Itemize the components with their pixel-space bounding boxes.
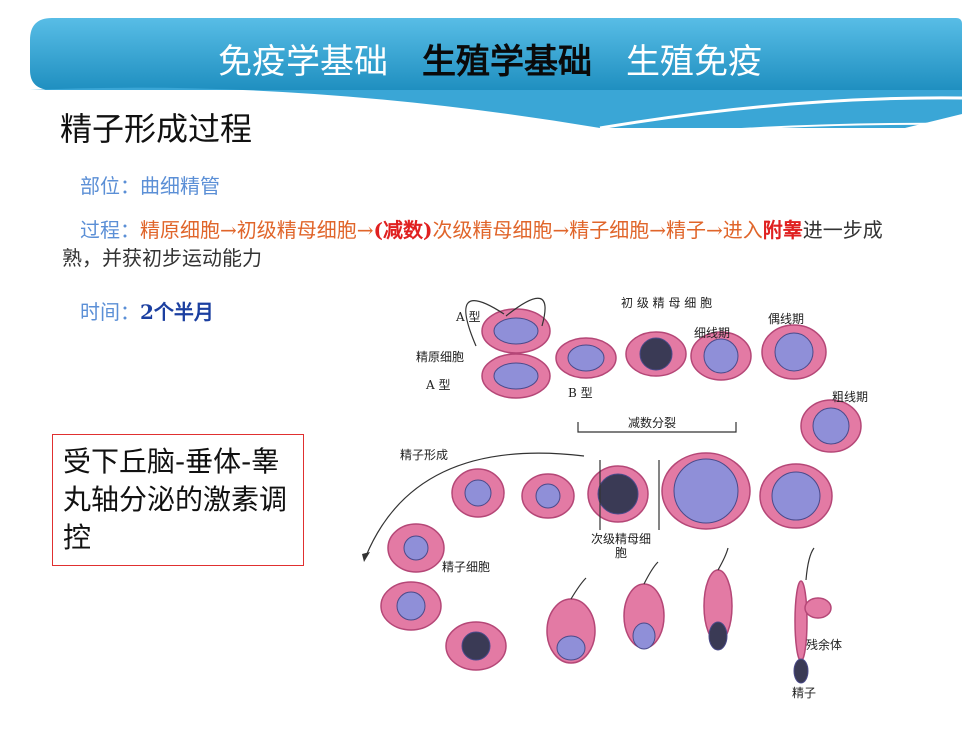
label-pachytene: 粗线期 xyxy=(832,390,869,404)
hormone-note-box: 受下丘脑-垂体-睾丸轴分泌的激素调控 xyxy=(52,434,304,566)
process-part-1: 精原细胞→初级精母细胞→ xyxy=(140,218,374,242)
time-value: 2个半月 xyxy=(140,300,214,324)
slide-title: 精子形成过程 xyxy=(60,110,253,148)
tab-reproductive-immunity[interactable]: 生殖免疫 xyxy=(626,41,762,82)
header-banner xyxy=(30,18,963,150)
location-label: 部位： xyxy=(80,174,140,198)
label-spermiogenesis: 精子形成 xyxy=(400,448,449,462)
label-meiosis: 减数分裂 xyxy=(628,416,677,430)
label-secondary-spermatocyte: 次级精母细胞 xyxy=(590,532,651,560)
label-sperm: 精子 xyxy=(792,686,817,700)
label-leptotene: 细线期 xyxy=(694,326,731,340)
location-value: 曲细精管 xyxy=(140,174,220,198)
label-a-type-top: A 型 xyxy=(456,310,481,324)
time-label: 时间： xyxy=(80,300,140,324)
label-zygotene: 偶线期 xyxy=(768,312,805,326)
tab-reproduction[interactable]: 生殖学基础 xyxy=(422,41,592,82)
process-label: 过程： xyxy=(80,218,140,242)
label-b-type: B 型 xyxy=(568,386,593,400)
spermatogenesis-diagram: A 型 精原细胞 A 型 B 型 初 级 精 母 细 胞 细线期 偶线期 粗线期… xyxy=(356,286,898,700)
location-line: 部位：曲细精管 xyxy=(80,170,220,199)
process-part-2: 次级精母细胞→精子细胞→精子→进入 xyxy=(432,218,763,242)
process-part-3: 进一步成熟，并获初步运动能力 xyxy=(62,218,883,270)
diagram-drawing xyxy=(362,297,862,684)
label-spermatogonia: 精原细胞 xyxy=(416,350,465,364)
tab-immunology[interactable]: 免疫学基础 xyxy=(218,41,388,82)
label-residual-body: 残余体 xyxy=(806,638,843,652)
process-part-meiosis: (减数) xyxy=(373,218,433,242)
header-tabs: 免疫学基础 生殖学基础 生殖免疫 xyxy=(0,34,980,82)
process-part-epididymis: 附睾 xyxy=(762,218,803,242)
label-primary-spermatocyte: 初 级 精 母 细 胞 xyxy=(621,296,713,310)
time-line: 时间：2个半月 xyxy=(80,296,214,325)
process-line: 过程：精原细胞→初级精母细胞→(减数)次级精母细胞→精子细胞→精子→进入附睾进一… xyxy=(62,216,892,272)
label-spermatid: 精子细胞 xyxy=(442,560,491,574)
label-a-type: A 型 xyxy=(426,378,451,392)
